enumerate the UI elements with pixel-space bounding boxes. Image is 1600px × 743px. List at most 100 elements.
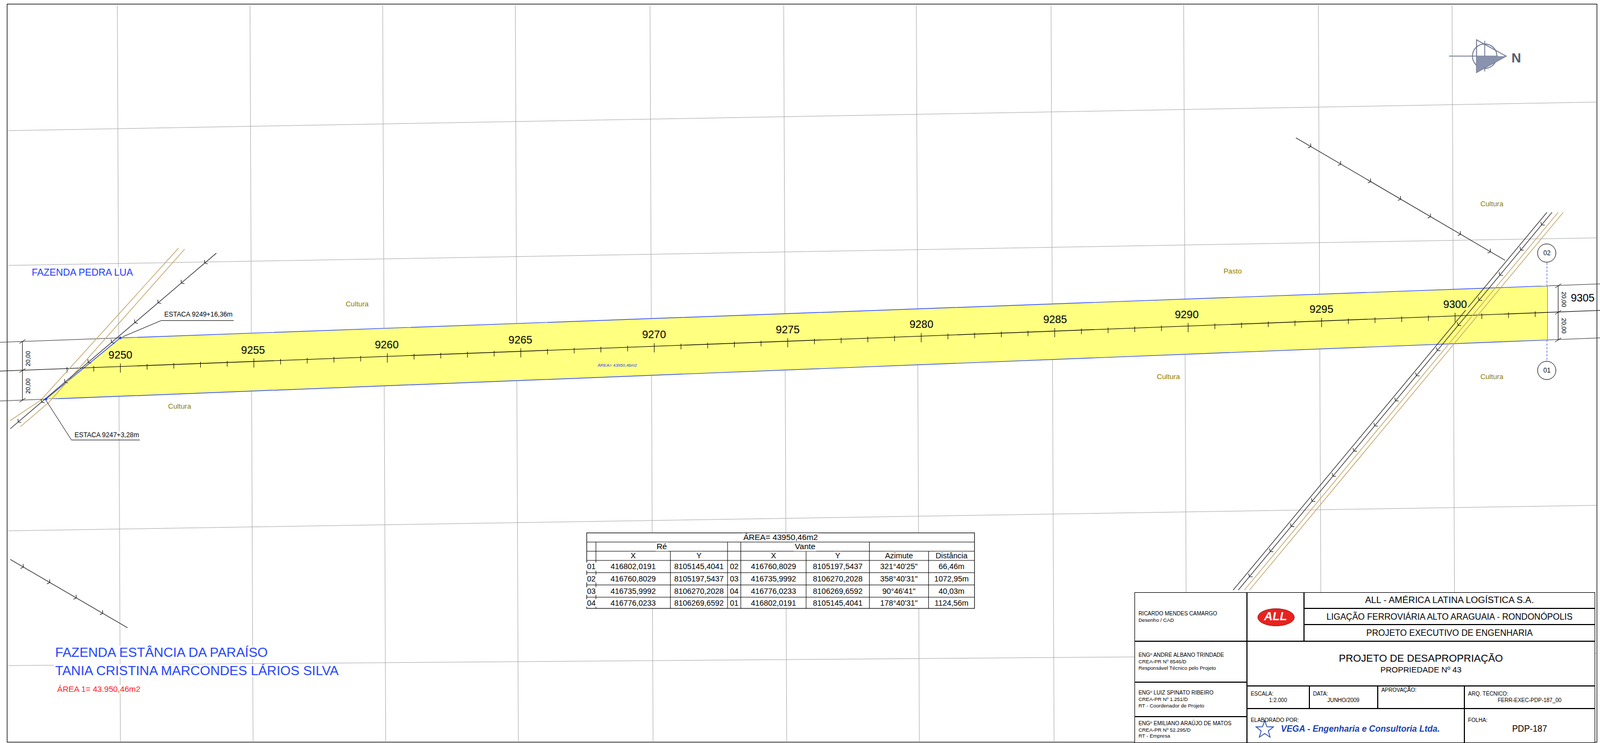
cell-text: CREA-PR Nº 1.251/D: [1138, 695, 1188, 702]
fence-mark: [1368, 178, 1371, 183]
fence-mark: [1394, 397, 1399, 401]
station-tick: [600, 346, 602, 352]
fence-line: [10, 252, 217, 429]
signature-cell: RICARDO MENDES CAMARGODesenho / CAD: [1134, 591, 1247, 641]
title-cell: PROJETO EXECUTIVO DE ENGENHARIA: [1304, 624, 1595, 641]
station-number: 9300: [1442, 299, 1469, 310]
boundary-circle: 02: [1537, 243, 1557, 263]
fence-mark: [1352, 447, 1357, 451]
station-tick: [494, 350, 495, 357]
signature-cell: ENGº ANDRÉ ALBANO TRINDADECREA-PR Nº 854…: [1134, 640, 1247, 682]
dimension-tick: [19, 368, 26, 373]
cell-text: FERR-EXEC-PDP-187_00: [1497, 696, 1562, 704]
fence-mark: [1307, 143, 1311, 148]
station-tick: [280, 358, 281, 365]
table-header: Y: [695, 551, 703, 560]
station-tick: [413, 353, 415, 359]
station-tick: [1401, 316, 1402, 322]
cell-heading: DATA:: [1313, 690, 1329, 697]
title-cell: PROJETO DE DESAPROPRIAÇÃOPROPRIEDADE Nº …: [1246, 640, 1596, 686]
vertex-dot: [118, 336, 122, 340]
station-number: 9295: [1308, 304, 1335, 315]
table-rule: [869, 541, 870, 609]
north-arrow: [1448, 39, 1506, 73]
station-tick: [306, 357, 308, 364]
station-tick: [1481, 313, 1483, 319]
station-number: 9275: [774, 324, 801, 336]
circle-shape: [1537, 243, 1556, 263]
table-cell: 04: [728, 587, 740, 595]
fence-mark: [1290, 523, 1295, 527]
cell-text: 1:2.000: [1269, 696, 1287, 704]
north-head-fill: [1476, 55, 1507, 73]
table-cell: 416760,8029: [749, 562, 798, 570]
fence-mark: [157, 299, 161, 304]
table-cell: 416760,8029: [609, 574, 657, 583]
table-cell: 8106270,2028: [673, 587, 725, 595]
station-tick: [1214, 323, 1216, 329]
table-cell: 416735,9992: [609, 587, 657, 595]
table-frame: [586, 532, 975, 609]
station-tick: [146, 363, 148, 370]
road-edge: [10, 248, 179, 421]
overlay-drawing: [0, 212, 1600, 590]
table-rule: [586, 559, 975, 561]
fence-line: [1232, 212, 1547, 590]
table-rule: [586, 572, 975, 573]
band-edge-extension: [1547, 283, 1600, 286]
station-tick: [1107, 327, 1109, 333]
grid-line: [8, 505, 1597, 531]
area-total: ÁREA 1= 43.950,46m2: [55, 684, 142, 693]
station-tick: [1241, 322, 1242, 328]
station-tick: [1001, 331, 1002, 337]
author-cell: ELABORADO POR:VEGA - Engenharia e Consul…: [1246, 708, 1465, 743]
station-tick: [920, 333, 922, 343]
table-cell: 8105197,5437: [673, 574, 725, 583]
station-tick: [573, 347, 575, 354]
table-rule: [805, 551, 807, 609]
coordinate-table: [586, 532, 975, 609]
owner-name: FAZENDA ESTÂNCIA DA PARAÍSO: [53, 645, 269, 659]
boundary-leader: [1546, 339, 1548, 361]
cell-heading: PROJETO DE DESAPROPRIAÇÃO: [1338, 652, 1504, 665]
table-title: ÁREA= 43950,46m2: [742, 533, 820, 542]
info-cell: ESCALA:1:2.000: [1246, 685, 1310, 709]
table-cell: 416776,0233: [609, 598, 657, 606]
fence-mark: [1498, 271, 1503, 276]
dimension-tick: [1555, 309, 1562, 315]
table-header: Vante: [793, 542, 817, 551]
station-tick: [200, 361, 201, 368]
info-cell: ARQ. TÉCNICO:FERR-EXEC-PDP-187_00: [1464, 685, 1596, 709]
table-rule: [740, 541, 742, 609]
fence-mark: [46, 579, 50, 584]
fence-mark: [111, 339, 115, 343]
dimension-line: [22, 341, 23, 400]
table-cell: 8106270,2028: [812, 574, 864, 583]
dimension-line: [1558, 285, 1559, 340]
vertex-number: 02: [1543, 249, 1551, 257]
table-cell: 02: [728, 562, 740, 570]
info-cell: APROVAÇÃO:: [1377, 685, 1465, 709]
station-tick: [680, 343, 682, 349]
table-header: X: [769, 551, 778, 560]
station-tick: [360, 355, 362, 362]
station-number: 9290: [1173, 309, 1200, 321]
station-tick: [120, 363, 121, 373]
station-tick: [627, 345, 629, 351]
station-tick: [66, 367, 68, 373]
table-header: Y: [834, 551, 842, 560]
fence-mark: [1540, 221, 1545, 225]
dimension-tick: [19, 397, 26, 403]
fence-mark: [20, 564, 24, 569]
station-number: 9270: [640, 329, 667, 341]
cell-heading: ENGº EMILIANO ARAÚJO DE MATOS: [1138, 720, 1232, 727]
table-cell: 03: [586, 587, 597, 595]
fence-mark: [1331, 473, 1336, 477]
signature-cell: ENGº EMILIANO ARAÚJO DE MATOSCREA-PR Nº …: [1134, 716, 1247, 743]
dimension-text: 20,00: [25, 376, 32, 394]
road-edge: [20, 249, 185, 427]
table-cell: 8105145,4041: [812, 598, 864, 606]
fence-mark: [1373, 422, 1378, 426]
